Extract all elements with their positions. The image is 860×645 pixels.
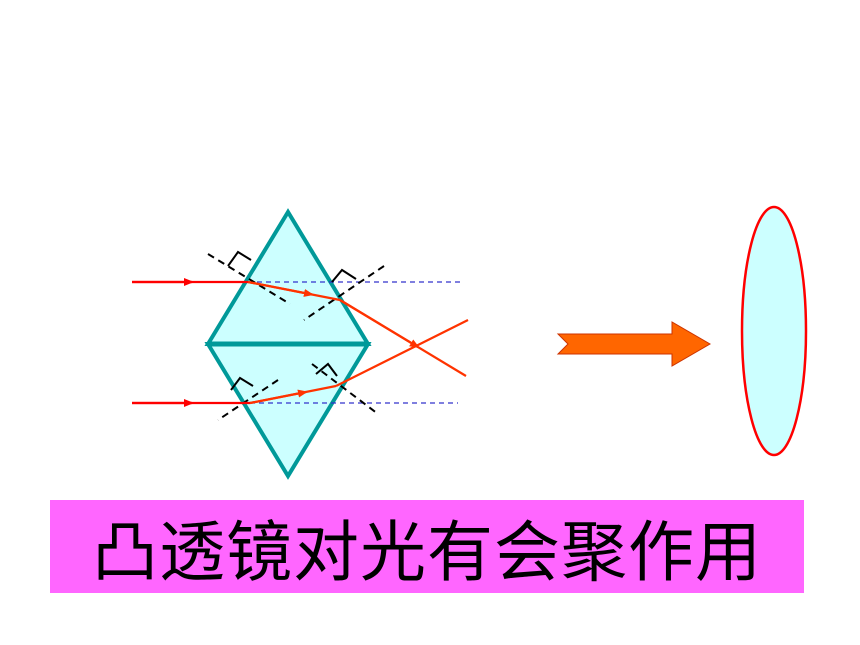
- upper-prism: [204, 208, 372, 346]
- caption-box: 凸透镜对光有会聚作用: [50, 500, 804, 593]
- normal-upper-entry: [207, 250, 291, 305]
- emergent-ray-lower: [335, 319, 469, 387]
- ray-arrow-lower-inside: [249, 389, 308, 405]
- caption-text: 凸透镜对光有会聚作用: [92, 513, 762, 591]
- ray-arrow-upper-inside: [247, 280, 314, 297]
- normal-upper-exit: [303, 265, 385, 321]
- normal-lower-exit: [311, 362, 379, 415]
- right-arrow-icon: [556, 321, 711, 367]
- ray-arrow-upper-exit: [339, 299, 420, 349]
- convex-lens-icon: [740, 205, 808, 457]
- normal-lower-entry: [217, 376, 279, 421]
